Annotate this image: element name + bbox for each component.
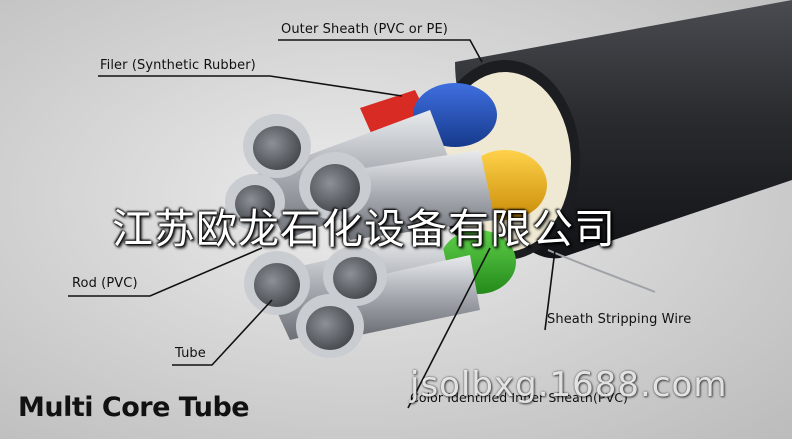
- sheath-stripping-wire: [547, 249, 656, 293]
- watermark-site: jsolbxg.1688.com: [410, 365, 728, 405]
- leader-filler: [98, 75, 403, 97]
- leader-stripping-wire: [544, 249, 556, 331]
- tube-end: [299, 152, 371, 220]
- tube-bundle: [225, 110, 495, 358]
- tube-end: [244, 251, 310, 315]
- red-filler: [360, 90, 430, 142]
- leader-inner-sheath: [407, 247, 491, 409]
- label-outer-sheath: Outer Sheath (PVC or PE): [281, 22, 448, 37]
- leader-outer-sheath: [278, 39, 483, 63]
- label-rod: Rod (PVC): [72, 276, 138, 291]
- label-stripping-wire: Sheath Stripping Wire: [547, 312, 692, 327]
- leader-tube: [172, 299, 273, 366]
- tube-end: [296, 294, 364, 358]
- leader-lines: [68, 39, 556, 409]
- label-tube: Tube: [175, 346, 206, 361]
- tube-end: [225, 174, 285, 230]
- label-inner-sheath: Color Identified Inner Sheath(PVC): [410, 390, 629, 405]
- watermark-company: 江苏欧龙石化设备有限公司: [112, 205, 616, 253]
- tube-end: [243, 114, 311, 178]
- leader-rod: [68, 247, 263, 297]
- tube-end: [323, 246, 387, 306]
- diagram-title: Multi Core Tube: [18, 392, 250, 423]
- label-filler: Filer (Synthetic Rubber): [100, 58, 256, 73]
